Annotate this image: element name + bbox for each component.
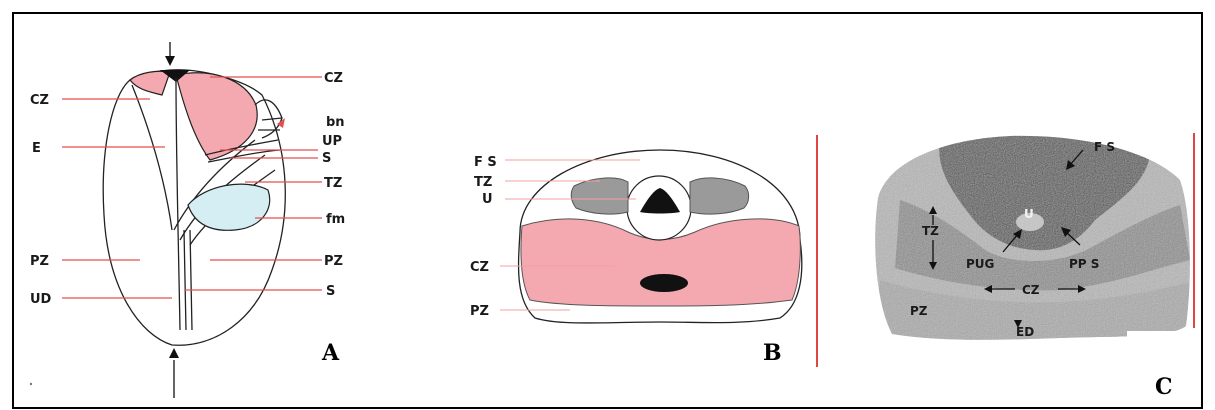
panel-a-label-bn: bn	[326, 115, 345, 130]
panel-c-label-cz: CZ	[1022, 283, 1040, 297]
panel-a-label-pz-right: PZ	[324, 254, 343, 269]
panel-c-label-pps: PP S	[1069, 257, 1099, 271]
panel-b-label-u: U	[482, 192, 493, 207]
panel-c-label-tz: TZ	[922, 224, 939, 238]
panel-a-central-zone-left	[130, 71, 170, 95]
panel-c: F S U TZ PUG PP S CZ PZ ED C	[870, 130, 1200, 400]
panel-a-top-arrow-icon	[165, 56, 175, 66]
panel-a-label-pz-left: PZ	[30, 254, 49, 269]
panel-a-label-cz-left: CZ	[30, 93, 49, 108]
panel-b-transition-zone-left	[571, 178, 628, 214]
panel-c-label-pz: PZ	[910, 304, 928, 318]
panel-b-label-cz: CZ	[470, 260, 489, 275]
panel-a-duct-line-3	[184, 230, 186, 330]
panel-b-ejaculatory-ducts	[640, 274, 688, 292]
panel-a-label-ud: UD	[30, 292, 52, 307]
panel-a-label-e: E	[32, 141, 41, 156]
panel-c-letter: C	[1155, 374, 1173, 400]
panel-a-label-s-upper: S	[322, 151, 331, 166]
panel-a-label-s-lower: S	[326, 284, 335, 299]
panel-c-label-u: U	[1024, 207, 1034, 221]
panel-a-duct-line-2	[176, 78, 180, 330]
panel-a-duct-line-1	[132, 85, 172, 230]
panel-c-label-pug: PUG	[966, 257, 994, 271]
panel-a-label-up: UP	[322, 134, 342, 149]
corner-dot	[30, 383, 32, 385]
panel-b-label-fs: F S	[474, 155, 497, 170]
panel-c-label-ed: ED	[1016, 325, 1034, 339]
panel-b-label-pz: PZ	[470, 304, 489, 319]
panel-b-letter: B	[763, 340, 782, 366]
panel-a-label-tz: TZ	[324, 176, 342, 191]
panel-a-bottom-arrow-icon	[169, 348, 179, 358]
panel-b-label-tz: TZ	[474, 175, 492, 190]
panel-a-letter: A	[321, 340, 340, 366]
panel-a: CZ E PZ UD CZ bn UP S TZ fm PZ S A	[30, 42, 345, 398]
panel-c-label-fs: F S	[1094, 140, 1115, 154]
panel-a-label-cz-right: CZ	[324, 71, 343, 86]
panel-a-label-fm: fm	[326, 212, 345, 227]
panel-b-transition-zone-right	[690, 178, 749, 214]
panel-b: F S TZ U CZ PZ B	[470, 135, 817, 367]
panel-c-inset-corner	[1127, 331, 1197, 371]
